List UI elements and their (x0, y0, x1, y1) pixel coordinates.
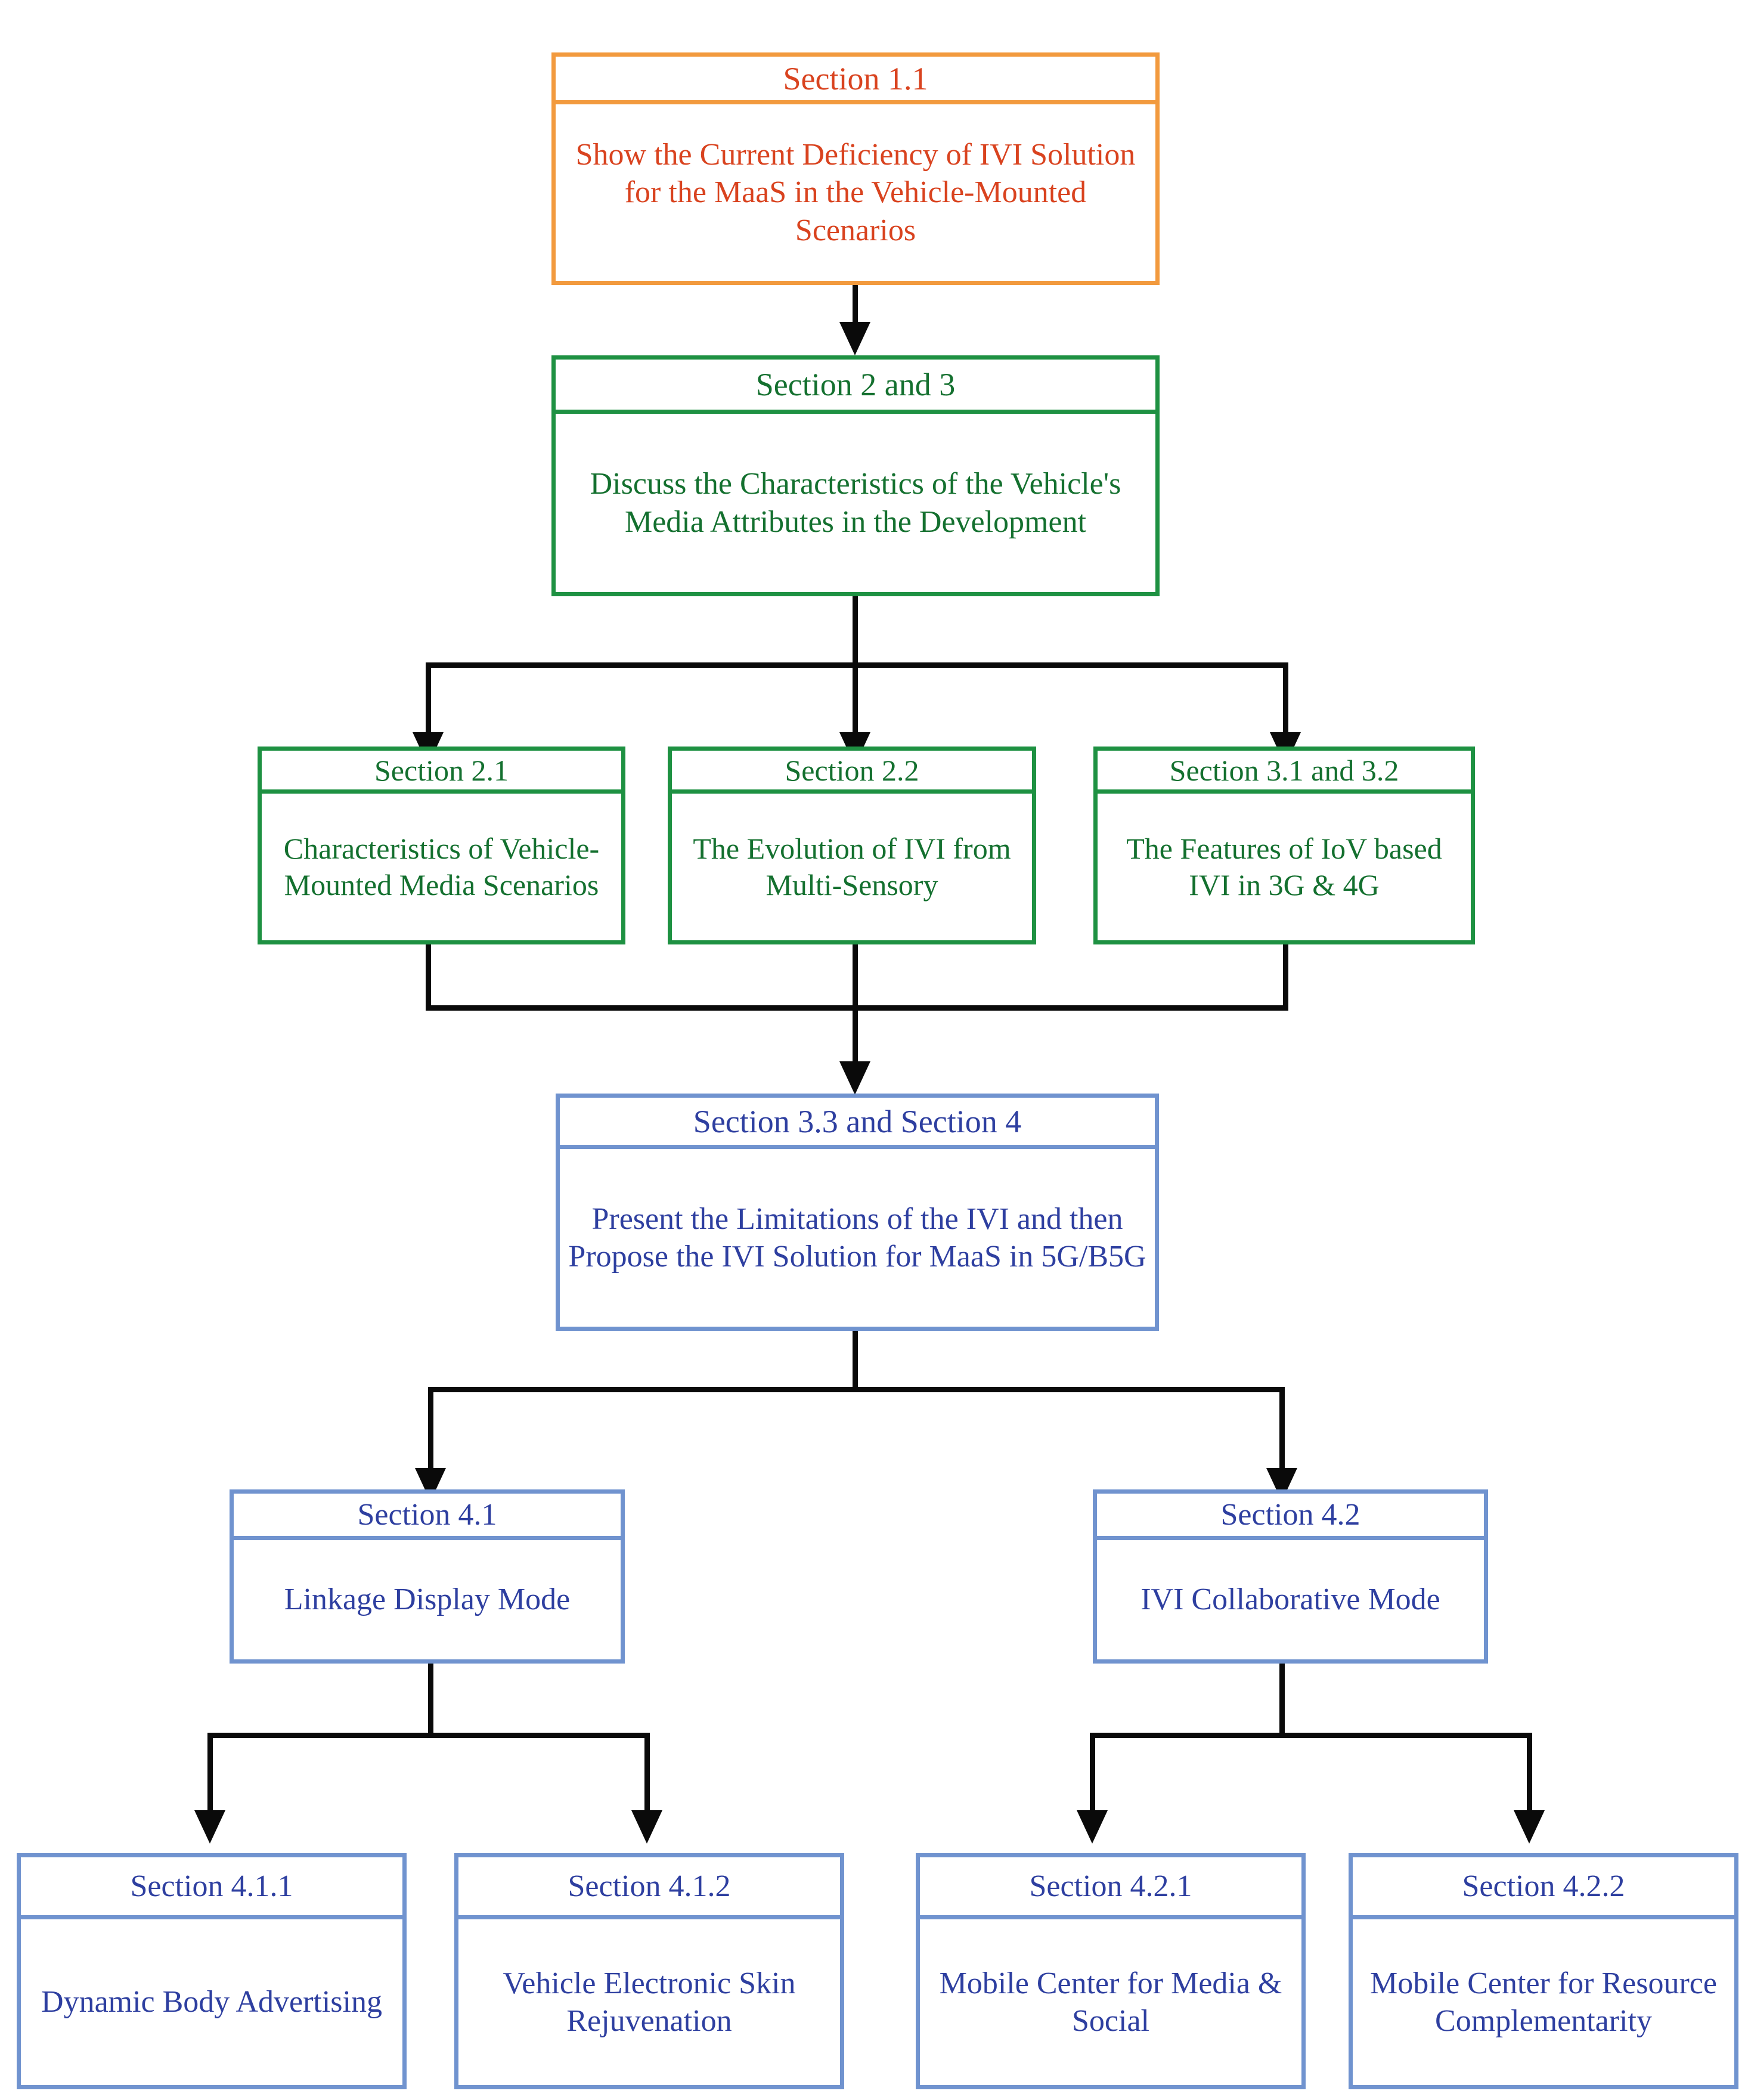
node-section-4-2-1-body: Mobile Center for Media & Social (939, 1966, 1282, 2038)
edge-sec4_1-to-sec4_1_2-drop (644, 1733, 650, 1812)
node-section-4-1-2-header: Section 4.1.2 (458, 1857, 840, 1919)
edge-sec1_1-to-sec2_3-stem (853, 285, 858, 324)
node-section-4-2-2-body: Mobile Center for Resource Complementari… (1370, 1966, 1717, 2038)
edge-sec4_2-fan-stem (1279, 1661, 1285, 1737)
node-section-4-1[interactable]: Section 4.1 Linkage Display Mode (230, 1489, 625, 1664)
edge-sec2_3-to-sec3_1_3_2-drop (1283, 662, 1288, 734)
node-section-2-2-body: The Evolution of IVI from Multi-Sensory (693, 832, 1011, 902)
node-section-4-2-2[interactable]: Section 4.2.2 Mobile Center for Resource… (1349, 1853, 1738, 2089)
node-section-1-1[interactable]: Section 1.1 Show the Current Deficiency … (551, 52, 1160, 285)
node-section-3-1-and-3-2-header: Section 3.1 and 3.2 (1098, 751, 1471, 794)
edge-sec4_1-fan-bus (207, 1733, 650, 1738)
node-section-3-3-and-section-4-body: Present the Limitations of the IVI and t… (568, 1201, 1146, 1274)
edge-sec4_1-to-sec4_1_2-arrowhead (631, 1810, 662, 1844)
edge-merge-center-stem (853, 941, 858, 1063)
node-section-4-1-1-body: Dynamic Body Advertising (41, 1985, 382, 2020)
edge-sec1_1-to-sec2_3-arrowhead (839, 322, 870, 355)
node-section-4-1-2-body: Vehicle Electronic Skin Rejuvenation (503, 1966, 796, 2038)
node-section-4-2-1[interactable]: Section 4.2.1 Mobile Center for Media & … (916, 1853, 1306, 2089)
edge-sec4_2-to-sec4_2_1-arrowhead (1077, 1810, 1108, 1844)
edge-merge-right-riser (1283, 941, 1288, 1011)
node-section-4-2[interactable]: Section 4.2 IVI Collaborative Mode (1093, 1489, 1488, 1664)
node-section-2-1[interactable]: Section 2.1 Characteristics of Vehicle-M… (258, 747, 625, 944)
edge-sec4_2-to-sec4_2_2-drop (1527, 1733, 1532, 1812)
edge-sec3_3_4-to-sec4_2-drop (1279, 1387, 1285, 1470)
edge-sec3_3_4-fan-bus (428, 1387, 1285, 1392)
node-section-2-and-3-body: Discuss the Characteristics of the Vehic… (590, 467, 1121, 539)
node-section-2-1-header: Section 2.1 (262, 751, 621, 794)
edge-sec3_3_4-to-sec4_1-drop (428, 1387, 433, 1470)
edge-sec4_1-fan-stem (428, 1661, 433, 1737)
node-section-1-1-header: Section 1.1 (556, 57, 1155, 104)
edge-sec4_2-to-sec4_2_1-drop (1090, 1733, 1095, 1812)
edge-merge-to-sec3_3_4-arrowhead (839, 1061, 870, 1095)
node-section-4-2-body: IVI Collaborative Mode (1140, 1582, 1440, 1617)
edge-sec4_1-to-sec4_1_1-drop (207, 1733, 213, 1812)
edge-sec2_3-to-sec2_1-drop (426, 662, 431, 734)
edge-sec2_3-fan-bus (426, 662, 1288, 668)
node-section-4-1-1-header: Section 4.1.1 (21, 1857, 402, 1919)
node-section-4-1-body: Linkage Display Mode (284, 1582, 571, 1617)
edge-sec4_2-to-sec4_2_2-arrowhead (1514, 1810, 1545, 1844)
node-section-2-2-header: Section 2.2 (672, 751, 1032, 794)
node-section-4-1-header: Section 4.1 (234, 1494, 621, 1540)
node-section-3-3-and-section-4-header: Section 3.3 and Section 4 (560, 1098, 1155, 1149)
node-section-4-2-header: Section 4.2 (1097, 1494, 1484, 1540)
node-section-4-2-1-header: Section 4.2.1 (920, 1857, 1301, 1919)
edge-merge-left-riser (426, 941, 431, 1011)
node-section-3-1-and-3-2[interactable]: Section 3.1 and 3.2 The Features of IoV … (1093, 747, 1475, 944)
node-section-4-2-2-header: Section 4.2.2 (1353, 1857, 1734, 1919)
node-section-2-and-3[interactable]: Section 2 and 3 Discuss the Characterist… (551, 355, 1160, 596)
edge-sec3_3_4-fan-stem (853, 1327, 858, 1392)
edge-sec4_2-fan-bus (1090, 1733, 1532, 1738)
node-section-2-and-3-header: Section 2 and 3 (556, 360, 1155, 414)
node-section-2-2[interactable]: Section 2.2 The Evolution of IVI from Mu… (668, 747, 1036, 944)
node-section-4-1-2[interactable]: Section 4.1.2 Vehicle Electronic Skin Re… (454, 1853, 844, 2089)
node-section-3-1-and-3-2-body: The Features of IoV based IVI in 3G & 4G (1126, 832, 1442, 902)
edge-sec4_1-to-sec4_1_1-arrowhead (194, 1810, 225, 1844)
node-section-2-1-body: Characteristics of Vehicle-Mounted Media… (283, 832, 600, 902)
node-section-1-1-body: Show the Current Deficiency of IVI Solut… (575, 137, 1136, 247)
node-section-4-1-1[interactable]: Section 4.1.1 Dynamic Body Advertising (17, 1853, 407, 2089)
node-section-3-3-and-section-4[interactable]: Section 3.3 and Section 4 Present the Li… (556, 1094, 1159, 1331)
